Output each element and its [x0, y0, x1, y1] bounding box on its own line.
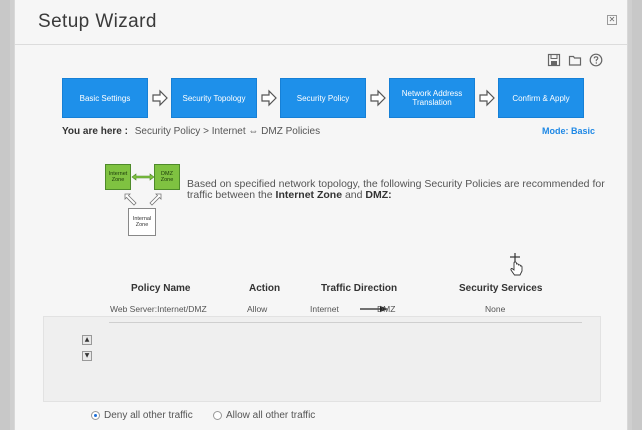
column-header-traffic-direction[interactable]: Traffic Direction [321, 283, 398, 294]
step-arrow-icon [152, 89, 168, 107]
direction-from-cell: Internet [310, 304, 339, 314]
title-divider [15, 44, 627, 45]
zone-dmz: DMZ: [365, 189, 392, 201]
diagonal-arrow-icon [124, 193, 137, 206]
policy-description: Based on specified network topology, the… [187, 178, 605, 201]
move-down-icon[interactable]: ▼ [82, 351, 92, 361]
zone-internet: Internet Zone [275, 189, 343, 201]
mode-label[interactable]: Mode: Basic [541, 126, 595, 136]
table-divider [109, 322, 582, 323]
close-icon[interactable]: ✕ [607, 15, 617, 25]
step-network-address-translation[interactable]: Network Address Translation [389, 78, 475, 118]
deny-radio[interactable] [91, 411, 100, 420]
policy-list-area[interactable] [43, 316, 601, 402]
internal-zone-box: Internal Zone [128, 208, 156, 236]
step-security-policy[interactable]: Security Policy [280, 78, 366, 118]
deny-label: Deny all other traffic [104, 410, 193, 421]
diagonal-arrow-icon [149, 193, 162, 206]
folder-icon[interactable] [568, 53, 582, 67]
breadcrumb: You are here : Security Policy > Interne… [62, 126, 320, 137]
topology-diagram: Internet Zone DMZ Zone Internal Zone [105, 162, 185, 242]
security-services-cell[interactable]: None [485, 304, 506, 314]
bidirectional-arrow-icon [131, 173, 155, 181]
breadcrumb-prefix: You are here : [62, 126, 128, 137]
backdrop-right [632, 0, 642, 430]
allow-label: Allow all other traffic [226, 410, 316, 421]
direction-to-cell: DMZ [377, 304, 396, 314]
backdrop-left [0, 0, 10, 430]
step-arrow-icon [370, 89, 386, 107]
dialog-title: Setup Wizard [38, 11, 157, 32]
step-arrow-icon [479, 89, 495, 107]
step-confirm-apply[interactable]: Confirm & Apply [498, 78, 584, 118]
step-basic-settings[interactable]: Basic Settings [62, 78, 148, 118]
step-security-topology[interactable]: Security Topology [171, 78, 257, 118]
action-cell[interactable]: Allow [247, 304, 268, 314]
move-up-icon[interactable]: ▲ [82, 335, 92, 345]
breadcrumb-path: Security Policy > Internet ⇔ DMZ Policie… [134, 126, 321, 137]
internet-zone-box: Internet Zone [105, 164, 131, 190]
step-arrow-icon [261, 89, 277, 107]
setup-wizard-dialog: Setup Wizard ✕ Basic Settings Security T… [14, 0, 628, 430]
dmz-zone-box: DMZ Zone [154, 164, 180, 190]
direction-arrow-icon [360, 305, 388, 313]
save-icon[interactable] [547, 53, 561, 67]
allow-radio[interactable] [213, 411, 222, 420]
allow-all-option[interactable]: Allow all other traffic [213, 410, 315, 421]
policy-name-cell[interactable]: Web Server:Internet/DMZ [110, 304, 207, 314]
help-icon[interactable] [589, 53, 603, 67]
column-header-policy-name[interactable]: Policy Name [131, 283, 191, 294]
deny-all-option[interactable]: Deny all other traffic [91, 410, 193, 421]
mouse-cursor-icon [510, 253, 523, 276]
column-header-security-services[interactable]: Security Services [459, 283, 543, 294]
toolbar [547, 53, 603, 67]
column-header-action[interactable]: Action [249, 283, 281, 294]
